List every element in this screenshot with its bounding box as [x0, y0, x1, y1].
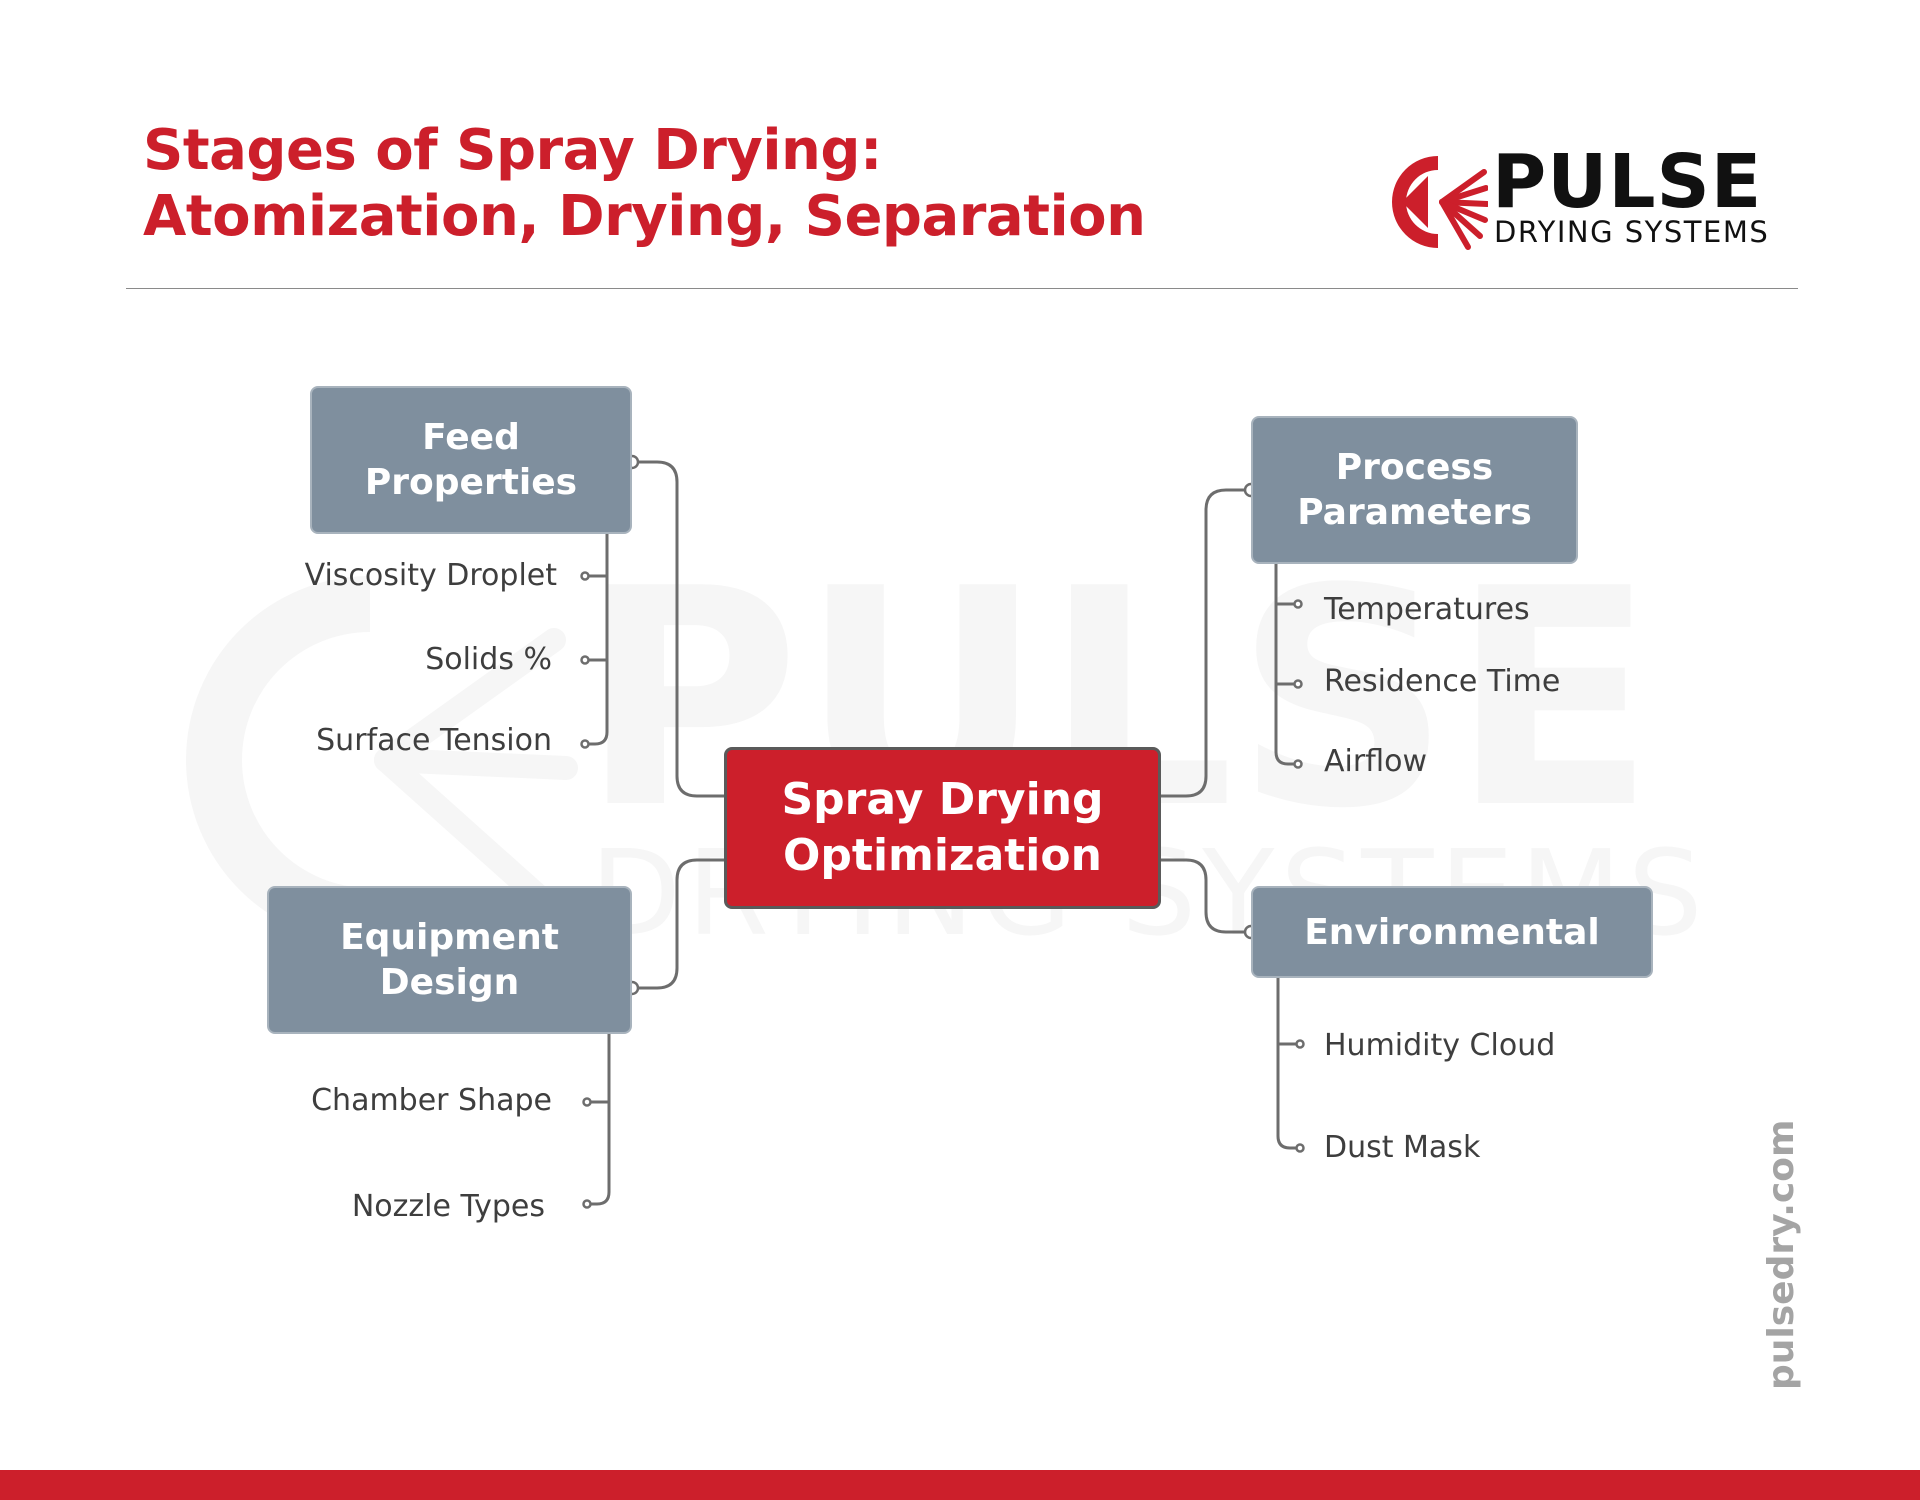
leaf-viscosity-droplet: Viscosity Droplet [304, 558, 557, 593]
leaf-nozzle-types: Nozzle Types [351, 1189, 545, 1224]
bottom-accent-bar [0, 1470, 1920, 1500]
page-title: Stages of Spray Drying: Atomization, Dry… [143, 118, 1146, 250]
title-line-1: Stages of Spray Drying: [143, 118, 882, 183]
branch-node-label: Properties [364, 462, 578, 503]
leaf-chamber-shape: Chamber Shape [311, 1083, 552, 1118]
branch-node-environmental: Environmental [1251, 886, 1653, 978]
branch-node-feed-properties: Feed Properties [310, 386, 632, 534]
leaf-residence-time: Residence Time [1324, 664, 1561, 699]
branch-node-label: Process [1335, 447, 1494, 488]
logo-subtitle: DRYING SYSTEMS [1494, 215, 1770, 249]
header-divider [126, 288, 1798, 289]
title-line-2: Atomization, Drying, Separation [143, 184, 1146, 249]
center-node-spray-drying-optimization: Spray Drying Optimization [724, 747, 1161, 909]
branch-node-equipment-design: Equipment Design [267, 886, 632, 1034]
leaf-humidity-cloud: Humidity Cloud [1324, 1028, 1556, 1063]
pulse-logo-mark-icon [1392, 156, 1488, 250]
center-node-line-1: Spray Drying [781, 774, 1104, 825]
branch-node-label: Environmental [1304, 911, 1600, 953]
leaf-dust-mask: Dust Mask [1324, 1130, 1481, 1165]
pulse-logo: PULSE DRYING SYSTEMS [1388, 142, 1788, 260]
leaf-airflow: Airflow [1324, 744, 1427, 779]
website-url: pulsedry.com [1761, 1119, 1802, 1390]
leaf-solids-percent: Solids % [425, 642, 552, 677]
branch-node-label: Feed [422, 417, 520, 458]
watermark-mark-icon [186, 576, 578, 944]
branch-node-process-parameters: Process Parameters [1251, 416, 1578, 564]
branch-node-label: Design [379, 962, 520, 1003]
leaf-temperatures: Temperatures [1324, 592, 1530, 627]
center-node-line-2: Optimization [783, 830, 1102, 881]
branch-node-label: Parameters [1297, 492, 1532, 533]
leaf-surface-tension: Surface Tension [316, 723, 552, 758]
branch-node-label: Equipment [340, 917, 559, 958]
logo-wordmark: PULSE [1492, 139, 1763, 225]
